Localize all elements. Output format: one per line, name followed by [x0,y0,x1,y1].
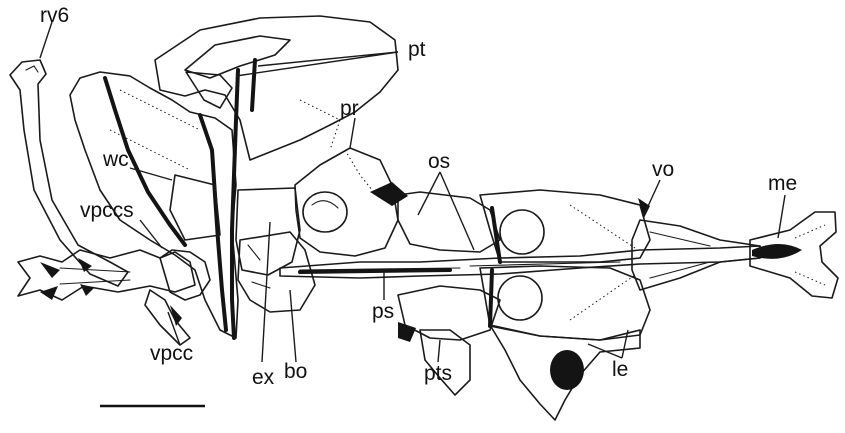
label-pts: pts [424,362,452,385]
label-bo: bo [284,360,307,383]
prootic [295,148,398,256]
label-vo: vo [652,158,674,181]
label-wc: wc [102,148,129,171]
label-pt: pt [408,38,426,61]
label-ps: ps [372,300,394,323]
label-rv6: rv6 [40,4,69,27]
label-os: os [428,150,450,173]
label-pr: pr [340,97,359,120]
label-le: le [612,358,628,381]
label-me: me [768,172,797,195]
label-leaders [40,22,785,362]
label-ex: ex [252,366,275,389]
label-vpccs: vpccs [80,199,134,222]
label-vpcc: vpcc [150,342,193,365]
